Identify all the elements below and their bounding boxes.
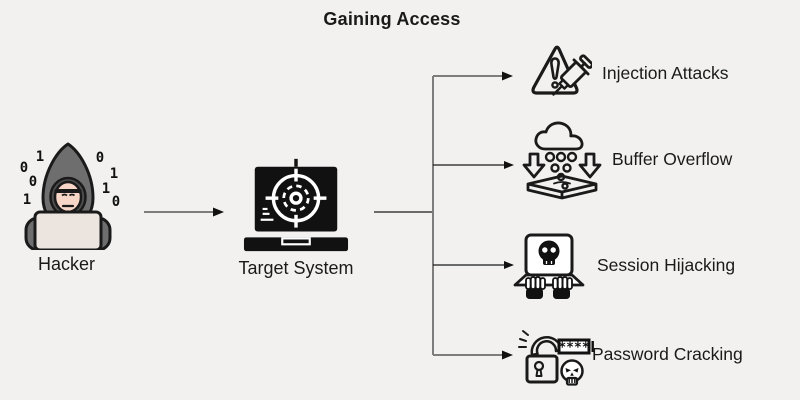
overflow-drops [544,151,578,190]
binary-digit: 1 [110,166,118,182]
buffer-overflow-icon [522,121,602,200]
target-screen [254,166,338,232]
down-arrow-right [578,152,602,179]
syringe [552,54,592,96]
edge-branch-to-password [433,350,513,360]
password-field [557,338,591,355]
down-arrow-left [522,152,546,179]
attack-label-password: Password Cracking [592,344,743,364]
binary-digit: 1 [23,192,31,208]
binary-digit: 0 [96,150,104,166]
session-hijacking-icon [513,233,585,299]
edge-branch-to-session [433,261,514,269]
edge-branch-to-buffer [433,161,514,169]
binary-digit: 1 [102,181,110,197]
platform-mark [553,181,571,185]
exclamation-dot [551,81,559,89]
edge-branch-to-injection [433,71,513,81]
crack-sparks [518,330,529,348]
hacker-laptop [33,210,103,250]
hacker-label: Hacker [37,254,95,274]
exclamation-mark [550,57,560,80]
diagram-title: Gaining Access [323,9,461,29]
edge-target-to-branch [374,76,434,355]
target-system-label: Target System [238,258,354,278]
binary-digit: 0 [112,194,120,210]
hacker-hands [525,276,573,299]
overflow-cloud [534,121,584,151]
attack-label-buffer: Buffer Overflow [612,149,733,169]
binary-digit: 0 [20,160,28,176]
injection-attacks-icon [531,45,592,96]
hacker-icon: 0 1 0 1 0 1 1 0 [20,142,120,250]
hacker-brows [61,193,76,197]
target-system-icon [243,158,349,252]
binary-digit: 1 [36,149,44,165]
screen-skull [538,240,560,265]
buffer-platform [526,174,598,200]
password-cracking-icon: **** [518,330,594,386]
hacker-face [53,180,83,214]
password-asterisks: **** [558,341,589,356]
lock-skull [560,359,584,386]
attack-label-session: Session Hijacking [597,255,736,275]
keyhole-stem [535,368,543,377]
binary-digit: 0 [29,174,37,190]
edge-hacker-to-target [144,207,224,217]
crosshair [260,168,327,228]
keyhole [533,360,545,372]
open-shackle [530,336,563,357]
field-cursor [591,341,594,352]
attack-label-injection: Injection Attacks [602,63,729,83]
warning-triangle [531,45,579,95]
target-base-notch [281,237,311,246]
